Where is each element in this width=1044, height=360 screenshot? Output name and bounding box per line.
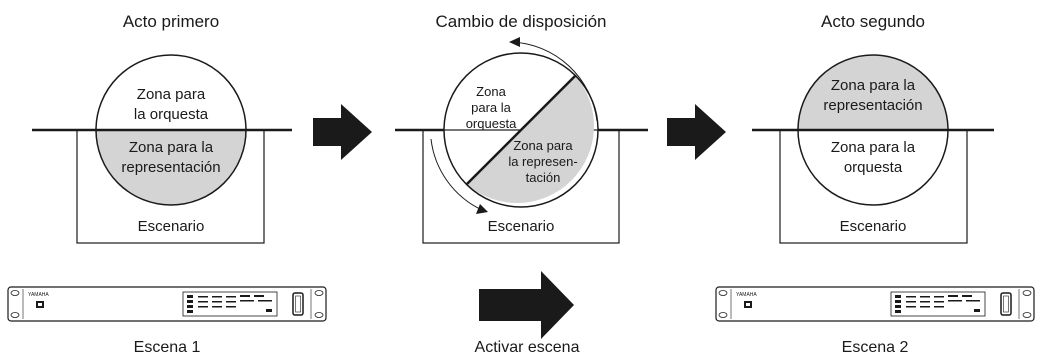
- representation-zone-label-l2: representación: [823, 97, 922, 114]
- panel-title: Acto segundo: [821, 12, 925, 31]
- rotation-arrowhead-icon: [476, 204, 488, 214]
- rack-hole-icon: [314, 290, 324, 296]
- rotation-arrowhead-icon: [509, 37, 520, 47]
- scene-1-caption: Escena 1: [134, 339, 201, 356]
- panel-title: Cambio de disposición: [435, 12, 606, 31]
- scene-2-caption: Escena 2: [842, 339, 909, 356]
- power-switch-icon: [292, 292, 304, 316]
- orchestra-zone-label-l2: para la: [471, 100, 512, 115]
- orchestra-zone-label-l2: orquesta: [844, 159, 903, 176]
- representation-zone: [466, 75, 594, 203]
- representation-zone-label-l1: Zona para: [513, 138, 573, 153]
- representation-zone-label-l1: Zona para la: [831, 77, 916, 94]
- rack-unit-scene-2: YAMAHA: [715, 286, 1035, 322]
- panel-act-two: Acto segundo Zona para la representación…: [752, 12, 994, 244]
- rack-unit-body: [715, 286, 1035, 322]
- stage-label: Escenario: [488, 218, 555, 235]
- activate-scene-caption: Activar escena: [475, 339, 580, 356]
- rack-hole-icon: [1022, 312, 1032, 318]
- panel-title: Acto primero: [123, 12, 219, 31]
- rack-hole-icon: [718, 312, 728, 318]
- right-arrow-icon: [313, 104, 372, 160]
- representation-zone-label-l3: tación: [526, 170, 561, 185]
- activate-arrow-icon: [479, 271, 574, 339]
- representation-zone-label-l2: la represen-: [508, 154, 577, 169]
- orchestra-zone-label-l1: Zona: [476, 84, 506, 99]
- orchestra-zone-label-l2: la orquesta: [134, 106, 209, 123]
- rack-hole-icon: [718, 290, 728, 296]
- orchestra-zone-label-l1: Zona para: [137, 86, 206, 103]
- representation-zone-label-l2: representación: [121, 159, 220, 176]
- front-panel-indicators: [890, 291, 986, 317]
- rack-hole-icon: [1022, 290, 1032, 296]
- rack-hole-icon: [10, 312, 20, 318]
- brand-logo: YAMAHA: [736, 292, 757, 298]
- rack-hole-icon: [10, 290, 20, 296]
- right-arrow-icon: [667, 104, 726, 160]
- power-switch-icon: [1000, 292, 1012, 316]
- rack-hole-icon: [314, 312, 324, 318]
- stage-label: Escenario: [840, 218, 907, 235]
- orchestra-zone-label-l1: Zona para la: [831, 139, 916, 156]
- rotation-arc-bottom: [430, 138, 483, 211]
- panel-change: Cambio de disposición Zona para la orque…: [395, 12, 648, 244]
- stage-label: Escenario: [138, 218, 205, 235]
- rack-unit-scene-1: YAMAHA: [7, 286, 327, 322]
- rack-unit-body: [7, 286, 327, 322]
- rotation-arc-top: [511, 41, 598, 122]
- representation-zone: [96, 130, 246, 205]
- panel-act-one: Acto primero Zona para la orquesta Zona …: [32, 12, 292, 244]
- representation-zone: [798, 55, 948, 130]
- representation-zone-label-l1: Zona para la: [129, 139, 214, 156]
- brand-logo: YAMAHA: [28, 292, 49, 298]
- front-panel-indicators: [182, 291, 278, 317]
- diagonal-divider: [465, 74, 577, 186]
- orchestra-zone-label-l3: orquesta: [466, 116, 517, 131]
